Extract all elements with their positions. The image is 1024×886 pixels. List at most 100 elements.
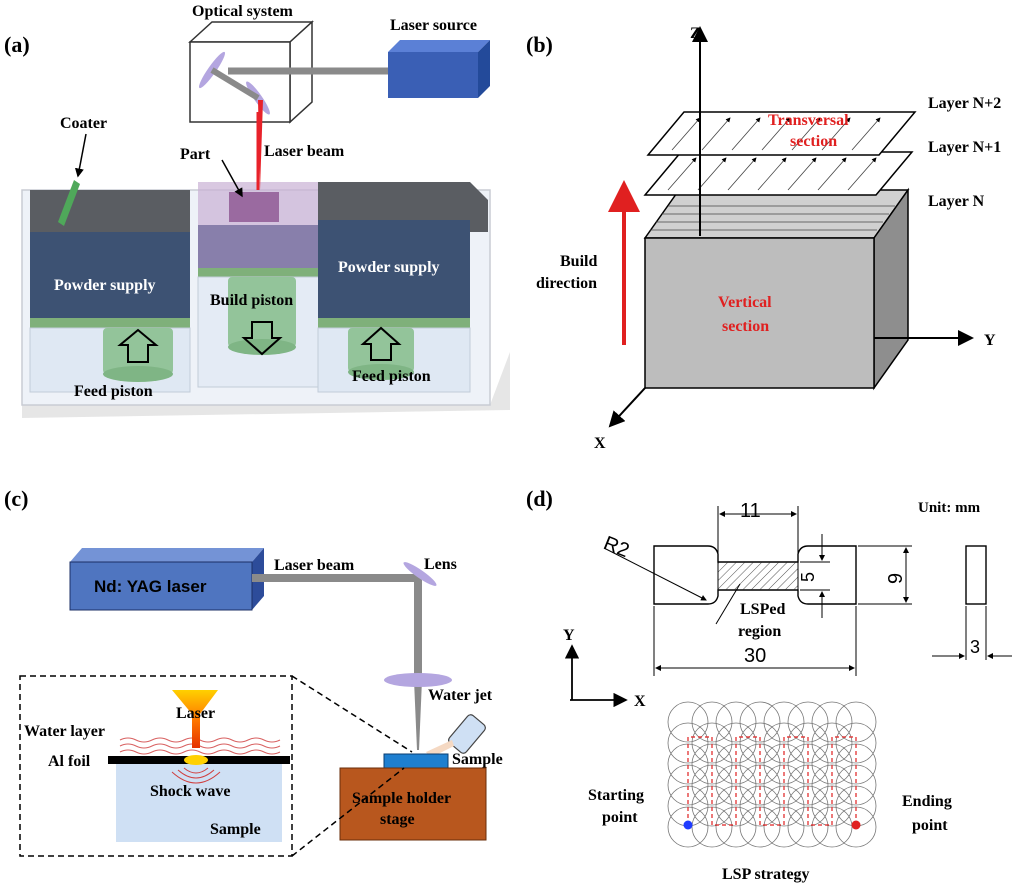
lsp-spot	[811, 743, 853, 785]
axis-x-label: X	[594, 435, 606, 452]
laser-beam-label-a: Laser beam	[264, 143, 345, 160]
ending-label-2: point	[912, 817, 948, 834]
lsp-spot	[667, 743, 709, 785]
feed-piston-left-label: Feed piston	[74, 383, 153, 400]
shock-wave-label: Shock wave	[150, 783, 230, 800]
layer-n1-plane	[643, 151, 914, 196]
ending-label-1: Ending	[902, 793, 952, 810]
lsp-spot	[715, 785, 757, 827]
d-axis-y-label: Y	[563, 627, 575, 644]
dim-30: 30	[744, 645, 766, 667]
transversal-label-1: Transversal	[768, 112, 849, 129]
powder-supply-left-label: Powder supply	[54, 277, 156, 294]
lsp-spot	[691, 764, 733, 806]
lsp-spot	[763, 806, 805, 848]
lsp-spot	[811, 722, 853, 764]
inset-laser-label: Laser	[176, 705, 215, 722]
build-direction-label-2: direction	[536, 275, 597, 292]
lsp-spot	[811, 764, 853, 806]
lsp-spot	[787, 764, 829, 806]
lsp-spot	[763, 764, 805, 806]
lsp-spot	[787, 701, 829, 743]
panel-b-tag: (b)	[526, 32, 553, 57]
left-supply-top	[30, 190, 190, 232]
lsp-spot	[691, 806, 733, 848]
dim-9: 9	[885, 573, 907, 584]
starting-label-1: Starting	[588, 787, 644, 804]
lens-label: Lens	[424, 556, 457, 573]
side-view-rect	[965, 545, 987, 605]
left-piston-plate	[30, 318, 190, 328]
powder-supply-right-label: Powder supply	[338, 259, 440, 276]
coater-blade	[58, 180, 80, 226]
lsp-spot	[739, 764, 781, 806]
down-arrow-icon	[241, 321, 283, 356]
water-layer-label: Water layer	[24, 723, 105, 740]
right-up-arrow-icon	[360, 326, 402, 361]
axis-y-label: Y	[984, 332, 996, 349]
lsp-spot	[691, 701, 733, 743]
lsp-spot	[667, 722, 709, 764]
laser-beam-label-c: Laser beam	[274, 557, 355, 574]
axis-z-label: Z	[690, 25, 701, 42]
lsped-region-hatch	[717, 561, 799, 591]
lsp-spot	[715, 743, 757, 785]
lsp-spot	[787, 785, 829, 827]
lsp-spot	[835, 722, 877, 764]
lsp-spot	[811, 701, 853, 743]
sample-piece	[383, 753, 449, 769]
build-piston-label: Build piston	[210, 292, 293, 309]
dim-5: 5	[798, 572, 818, 582]
dim-3: 3	[970, 637, 980, 657]
x-axis	[608, 387, 646, 428]
layer-n2-label: Layer N+2	[928, 95, 1001, 112]
part-block	[229, 192, 279, 222]
ending-point-marker	[851, 820, 861, 830]
starting-label-2: point	[602, 809, 638, 826]
lsp-spot	[763, 701, 805, 743]
lsp-spot	[691, 785, 733, 827]
build-piston-plate	[198, 268, 320, 277]
block-front	[644, 237, 875, 389]
vertical-label-2: section	[722, 318, 769, 335]
yag-laser-box	[69, 548, 264, 611]
lsp-strategy-label: LSP strategy	[722, 866, 810, 883]
lsp-spot	[835, 785, 877, 827]
sample-holder-stage	[339, 767, 487, 841]
lsp-spot	[667, 785, 709, 827]
lsp-spot	[835, 701, 877, 743]
lsp-spot	[739, 785, 781, 827]
left-up-arrow-icon	[117, 328, 159, 363]
vertical-label-1: Vertical	[718, 294, 772, 311]
dim-r2: R2	[600, 532, 632, 562]
holder-label-1: Sample holder	[352, 790, 451, 807]
optical-system-label: Optical system	[192, 3, 294, 20]
lsp-spot	[763, 743, 805, 785]
panel-c: (c)	[4, 486, 503, 857]
laser-source-label: Laser source	[390, 17, 477, 34]
lsp-spot	[787, 806, 829, 848]
scan-arrows	[667, 117, 881, 191]
dimension-lines	[603, 506, 912, 676]
lsp-spot	[739, 701, 781, 743]
panel-b: (b)	[526, 25, 1001, 452]
lsp-spot	[835, 764, 877, 806]
right-powder-supply	[318, 220, 470, 318]
lsp-spot	[787, 722, 829, 764]
feed-piston-right-label: Feed piston	[352, 368, 431, 385]
lsped-label-2: region	[738, 623, 781, 640]
panel-a-tag: (a)	[4, 32, 30, 57]
lsp-spot	[667, 701, 709, 743]
lsp-spot	[739, 722, 781, 764]
lsp-spot	[667, 764, 709, 806]
panel-c-tag: (c)	[4, 486, 28, 511]
water-jet-label: Water jet	[428, 687, 493, 704]
left-powder-supply	[30, 232, 190, 318]
lens-mirror-icon	[403, 562, 437, 586]
sample-label-c: Sample	[452, 751, 503, 768]
left-feed-piston	[103, 328, 173, 374]
lsp-scan-path	[687, 736, 857, 826]
lsp-spot	[811, 806, 853, 848]
lsp-spot	[691, 743, 733, 785]
